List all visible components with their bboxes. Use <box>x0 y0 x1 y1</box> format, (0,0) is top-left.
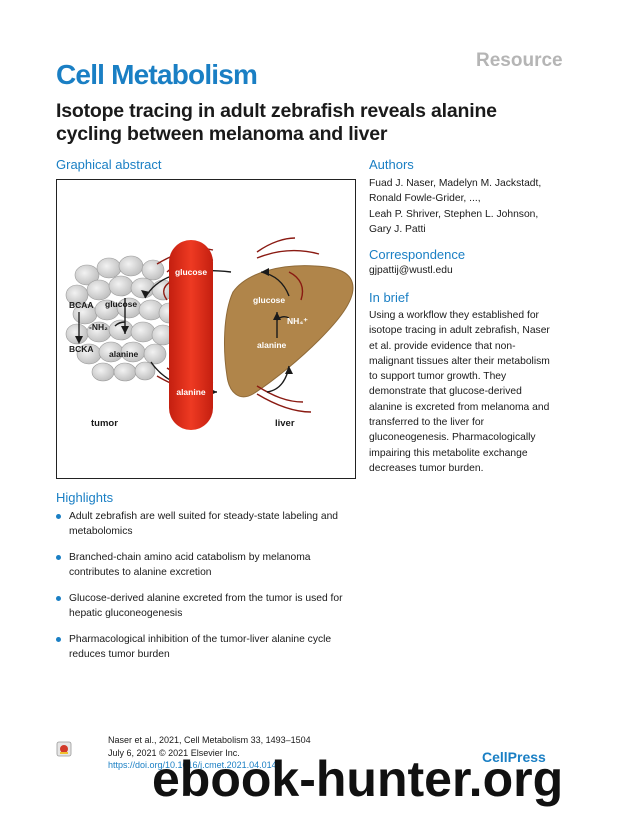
in-brief-line: alanine is excreted from melanoma and <box>369 401 550 413</box>
tumor-cells <box>65 255 180 382</box>
tumor-glucose-label: glucose <box>105 299 137 309</box>
bullet-icon <box>56 514 61 519</box>
highlight-line: contributes to alanine excretion <box>69 567 212 578</box>
highlight-line: Branched-chain amino acid catabolism by … <box>69 552 311 563</box>
in-brief-line: gluconeogenesis. Pharmacologically <box>369 432 536 444</box>
in-brief-line: et al. provide evidence that non- <box>369 340 516 352</box>
liver-label: liver <box>275 418 295 429</box>
nh4-label: NH₄⁺ <box>287 316 308 326</box>
author-line: Fuad J. Naser, Madelyn M. Jackstadt, <box>369 178 542 189</box>
citation-block: Naser et al., 2021, Cell Metabolism 33, … <box>108 734 311 772</box>
vessel-glucose-label: glucose <box>175 267 207 277</box>
highlight-item: Glucose-derived alanine excreted from th… <box>56 591 376 621</box>
author-line: Leah P. Shriver, Stephen L. Johnson, <box>369 208 539 220</box>
bcaa-bcka-arrowhead <box>75 336 83 344</box>
arrowheads <box>121 268 293 396</box>
citation-date: July 6, 2021 © 2021 Elsevier Inc. <box>108 747 240 758</box>
highlight-item: Adult zebrafish are well suited for stea… <box>56 509 376 539</box>
graphical-abstract: glucose alanine BCAA glucose -NH₂ BCKA a… <box>56 179 356 479</box>
correspondence-heading: Correspondence <box>369 247 466 262</box>
blood-vessel <box>169 240 213 430</box>
liver-alanine-label: alanine <box>257 340 287 350</box>
correspondence-email[interactable]: gjpattij@wustl.edu <box>369 265 453 276</box>
liver-shape <box>224 265 354 398</box>
vessel-alanine-label: alanine <box>176 387 206 397</box>
check-for-updates-icon[interactable] <box>56 741 72 757</box>
tumor-alanine-label: alanine <box>109 349 139 359</box>
highlight-item: Pharmacological inhibition of the tumor-… <box>56 632 376 662</box>
in-brief-heading: In brief <box>369 290 409 305</box>
bullet-icon <box>56 637 61 642</box>
highlight-line: metabolomics <box>69 526 133 537</box>
in-brief-line: impairing this metabolite exchange <box>369 447 528 459</box>
highlight-line: reduces tumor burden <box>69 649 170 660</box>
in-brief-line: demonstrate that glucose-derived <box>369 386 522 398</box>
in-brief-line: isotope tracing in adult zebrafish, Nase… <box>369 325 550 337</box>
author-list: Fuad J. Naser, Madelyn M. Jackstadt, Ron… <box>369 176 589 237</box>
highlight-item: Branched-chain amino acid catabolism by … <box>56 550 376 580</box>
authors-heading: Authors <box>369 157 414 172</box>
highlights-list: Adult zebrafish are well suited for stea… <box>56 509 376 673</box>
author-line: Gary J. Patti <box>369 223 426 235</box>
doi-link[interactable]: https://doi.org/10.1016/j.cmet.2021.04.0… <box>108 760 277 770</box>
highlight-line: Adult zebrafish are well suited for stea… <box>69 511 339 522</box>
highlight-line: Glucose-derived alanine excreted from th… <box>69 593 343 604</box>
publisher-logo: CellPress <box>482 749 546 765</box>
article-type-label: Resource <box>476 50 563 71</box>
watermark-text: ebook-hunter.org <box>152 751 564 807</box>
bullet-icon <box>56 596 61 601</box>
bcaa-label: BCAA <box>69 300 94 310</box>
highlights-heading: Highlights <box>56 490 114 505</box>
journal-title: Cell Metabolism <box>56 59 258 90</box>
in-brief-line: decreases tumor burden. <box>369 462 484 474</box>
tumor-label: tumor <box>91 418 118 429</box>
in-brief-line: malignant tissues alter their metabolism <box>369 355 550 367</box>
liver-glucose-label: glucose <box>253 295 285 305</box>
bullet-icon <box>56 555 61 560</box>
in-brief-line: transferred to the liver for <box>369 417 485 429</box>
bcka-label: BCKA <box>69 344 94 354</box>
citation-line: Naser et al., 2021, Cell Metabolism 33, … <box>108 735 311 745</box>
in-brief-line: Using a workflow they established for <box>369 310 539 321</box>
graphical-abstract-heading: Graphical abstract <box>56 157 162 172</box>
article-title: Isotope tracing in adult zebrafish revea… <box>56 100 497 145</box>
highlight-line: Pharmacological inhibition of the tumor-… <box>69 634 332 645</box>
nh2-label: -NH₂ <box>89 322 108 332</box>
in-brief-text: Using a workflow they established for is… <box>369 308 599 476</box>
highlight-line: hepatic gluconeogenesis <box>69 608 183 619</box>
graphical-abstract-figure: glucose alanine BCAA glucose -NH₂ BCKA a… <box>65 237 354 430</box>
author-line: Ronald Fowle-Grider, ..., <box>369 193 481 205</box>
in-brief-line: to support tumor growth. They <box>369 371 507 383</box>
